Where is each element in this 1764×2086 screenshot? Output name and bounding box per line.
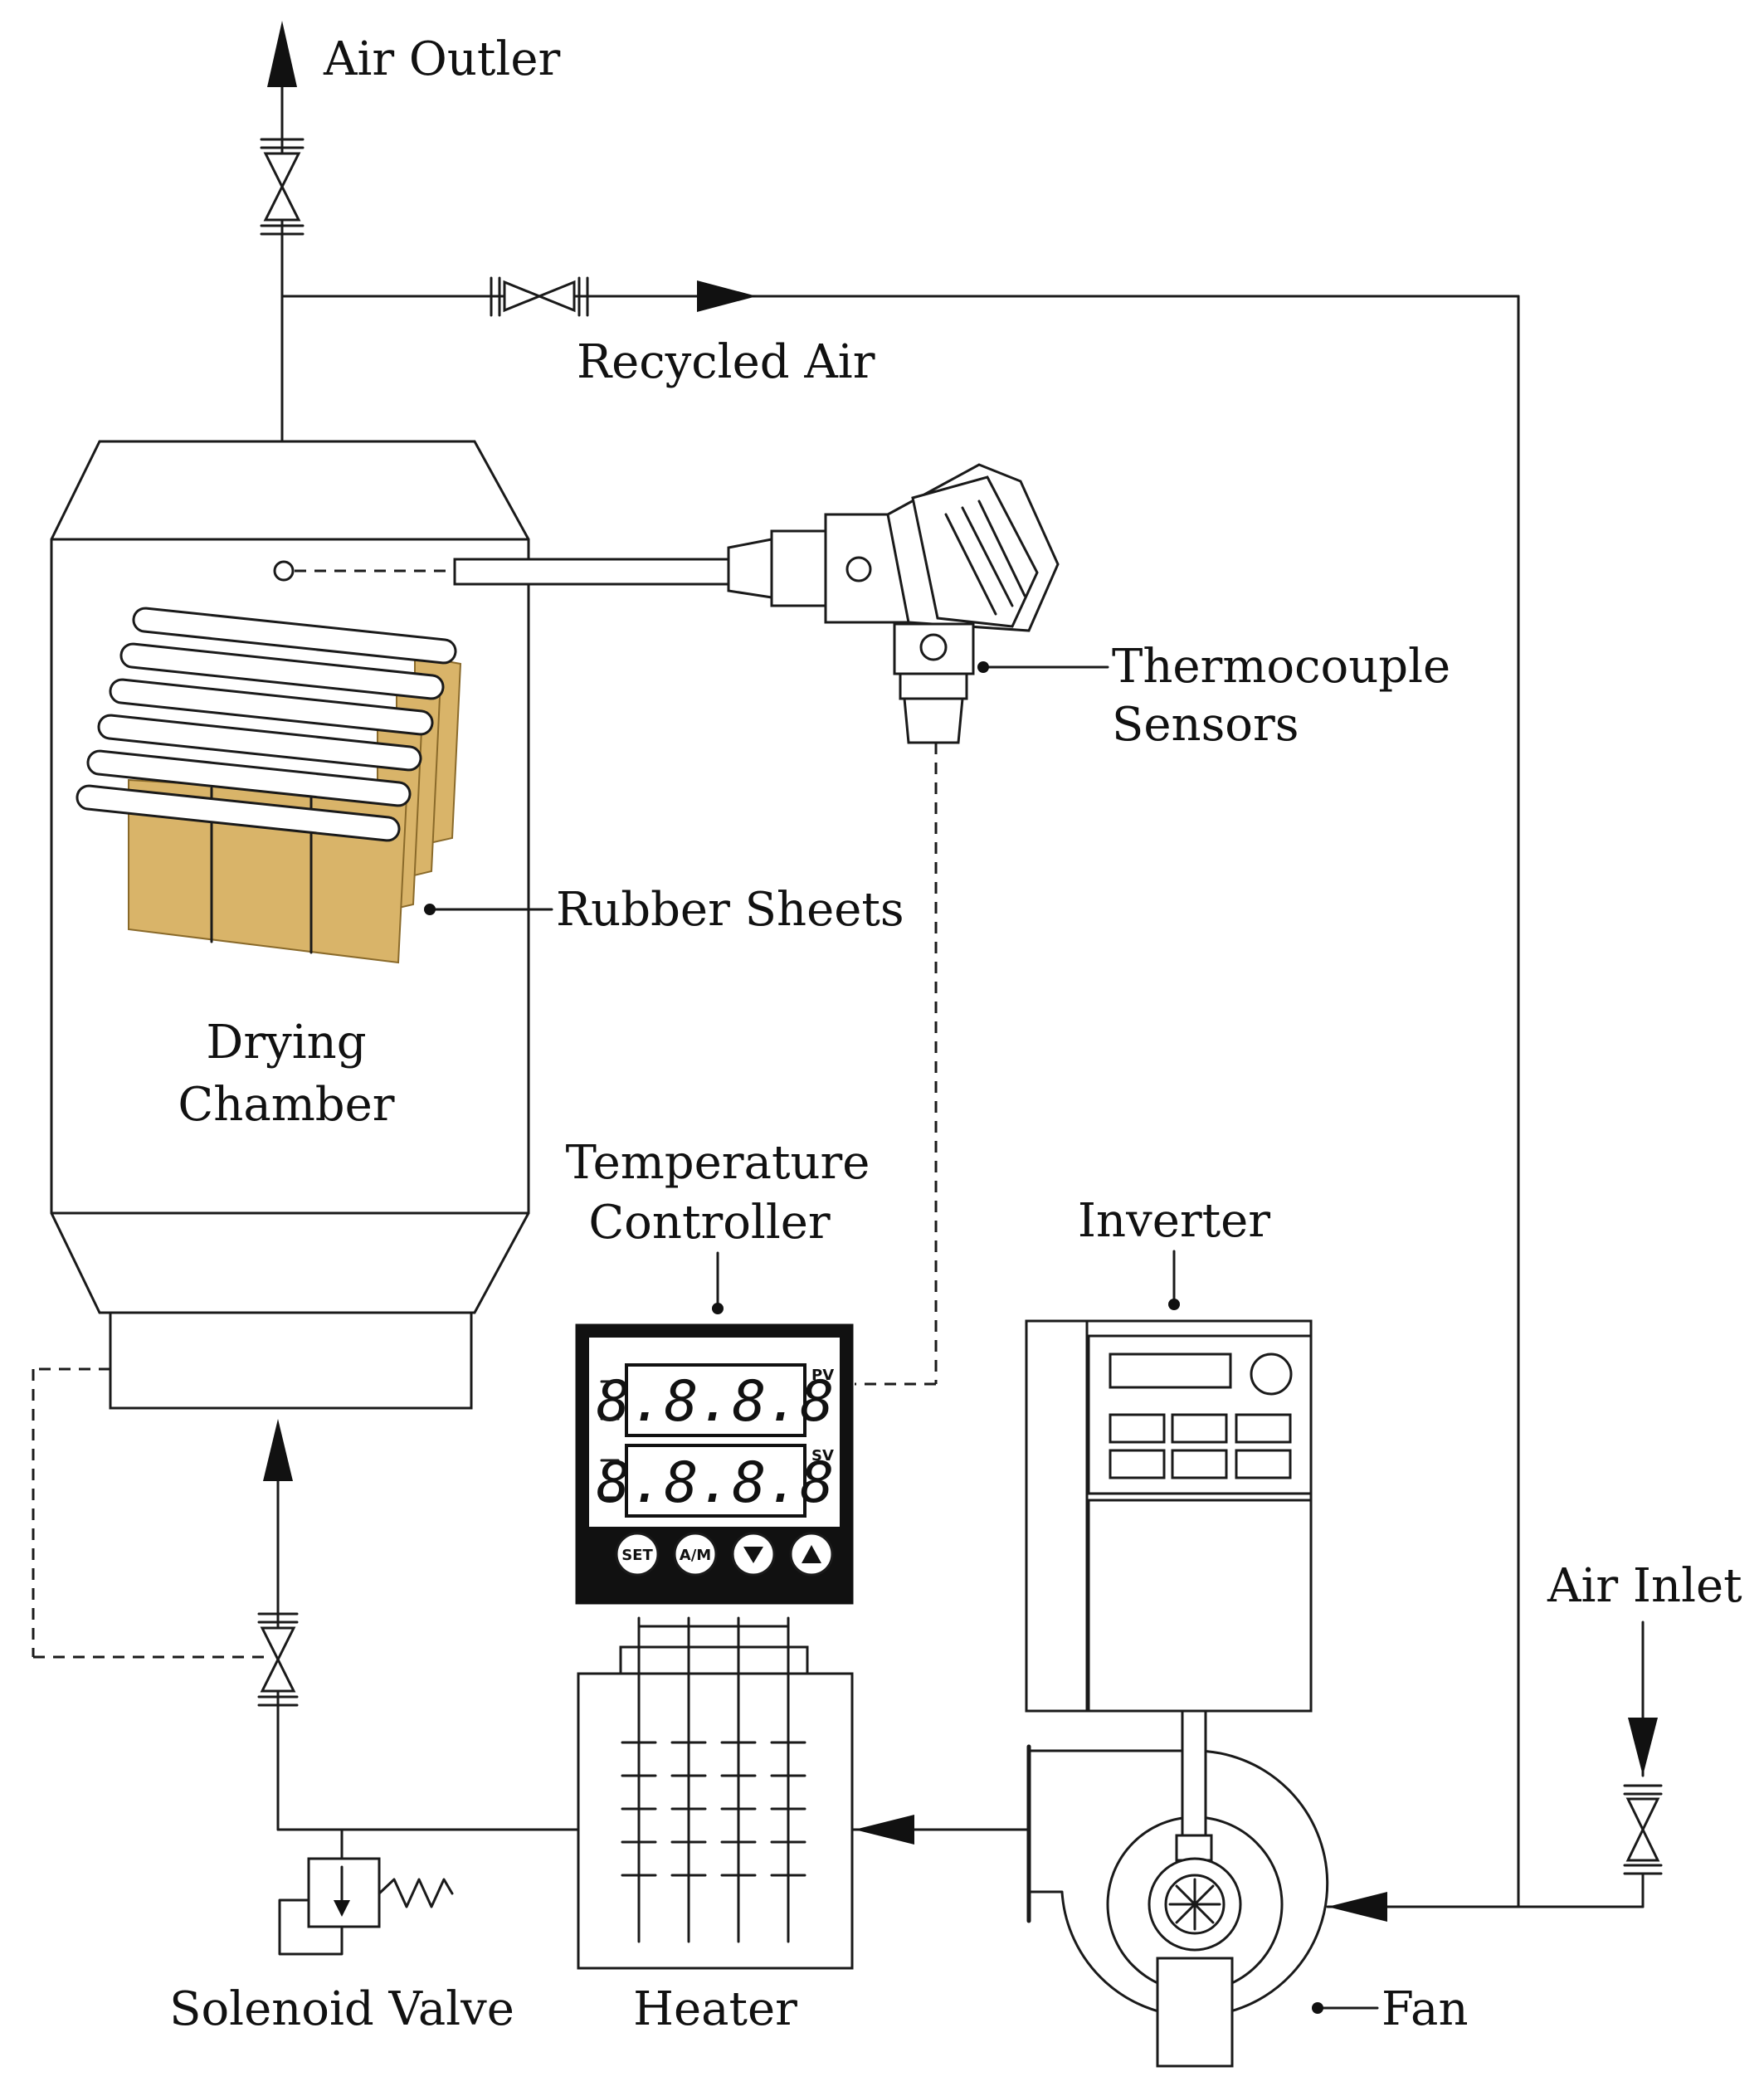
air-inlet-label: Air Inlet [1547, 1559, 1742, 1613]
drying-chamber-label-1: Drying [206, 1016, 366, 1070]
controller-set-button[interactable]: SET [621, 1547, 653, 1564]
controller-am-button[interactable]: A/M [680, 1547, 711, 1564]
thermocouple-icon [453, 463, 1060, 744]
thermocouple-label-2: Sensors [1112, 698, 1299, 752]
up-arrow-icon [263, 1419, 293, 1481]
recycled-air-label: Recycled Air [577, 335, 875, 389]
air-outlet-pipe [267, 21, 297, 441]
fan-icon [1026, 1709, 1329, 2068]
left-arrow-icon [855, 1815, 914, 1845]
up-arrow-icon [267, 21, 297, 87]
left-arrow-icon [1328, 1892, 1387, 1922]
controller-pv-label: PV [811, 1367, 834, 1384]
controller-icon [575, 1323, 854, 1605]
controller-display-pv: 8.8.8.8 [597, 1369, 835, 1435]
drying-chamber-label-2: Chamber [178, 1078, 394, 1132]
recycle-valve-icon [490, 276, 589, 317]
rubber-sheets-label: Rubber Sheets [556, 883, 904, 937]
thermocouple-label-1: Thermocouple [1112, 640, 1450, 694]
heater-icon [577, 1616, 854, 1970]
inverter-icon [1025, 1319, 1313, 1713]
inverter-label: Inverter [1078, 1194, 1270, 1248]
solenoid-valve-label: Solenoid Valve [169, 1982, 514, 2036]
temp-controller-label-1: Temperature [566, 1136, 870, 1190]
inlet-valve-icon [1623, 1784, 1663, 1875]
right-arrow-icon [697, 280, 757, 312]
solenoid-valve-icon [278, 1828, 454, 1956]
controller-sv-label: SV [811, 1447, 834, 1465]
fan-label: Fan [1381, 1982, 1469, 2036]
outlet-valve-icon [260, 138, 305, 236]
temp-controller-label-2: Controller [588, 1196, 831, 1250]
down-arrow-icon [1628, 1718, 1658, 1776]
controller-display-sv: 8.8.8.8 [597, 1450, 835, 1516]
rubber-sheets-rack [76, 607, 462, 964]
air-outlet-label: Air Outler [323, 32, 560, 86]
heater-label: Heater [633, 1982, 797, 2036]
supply-valve-icon [257, 1612, 299, 1707]
recycle-pipe [280, 295, 1520, 1908]
